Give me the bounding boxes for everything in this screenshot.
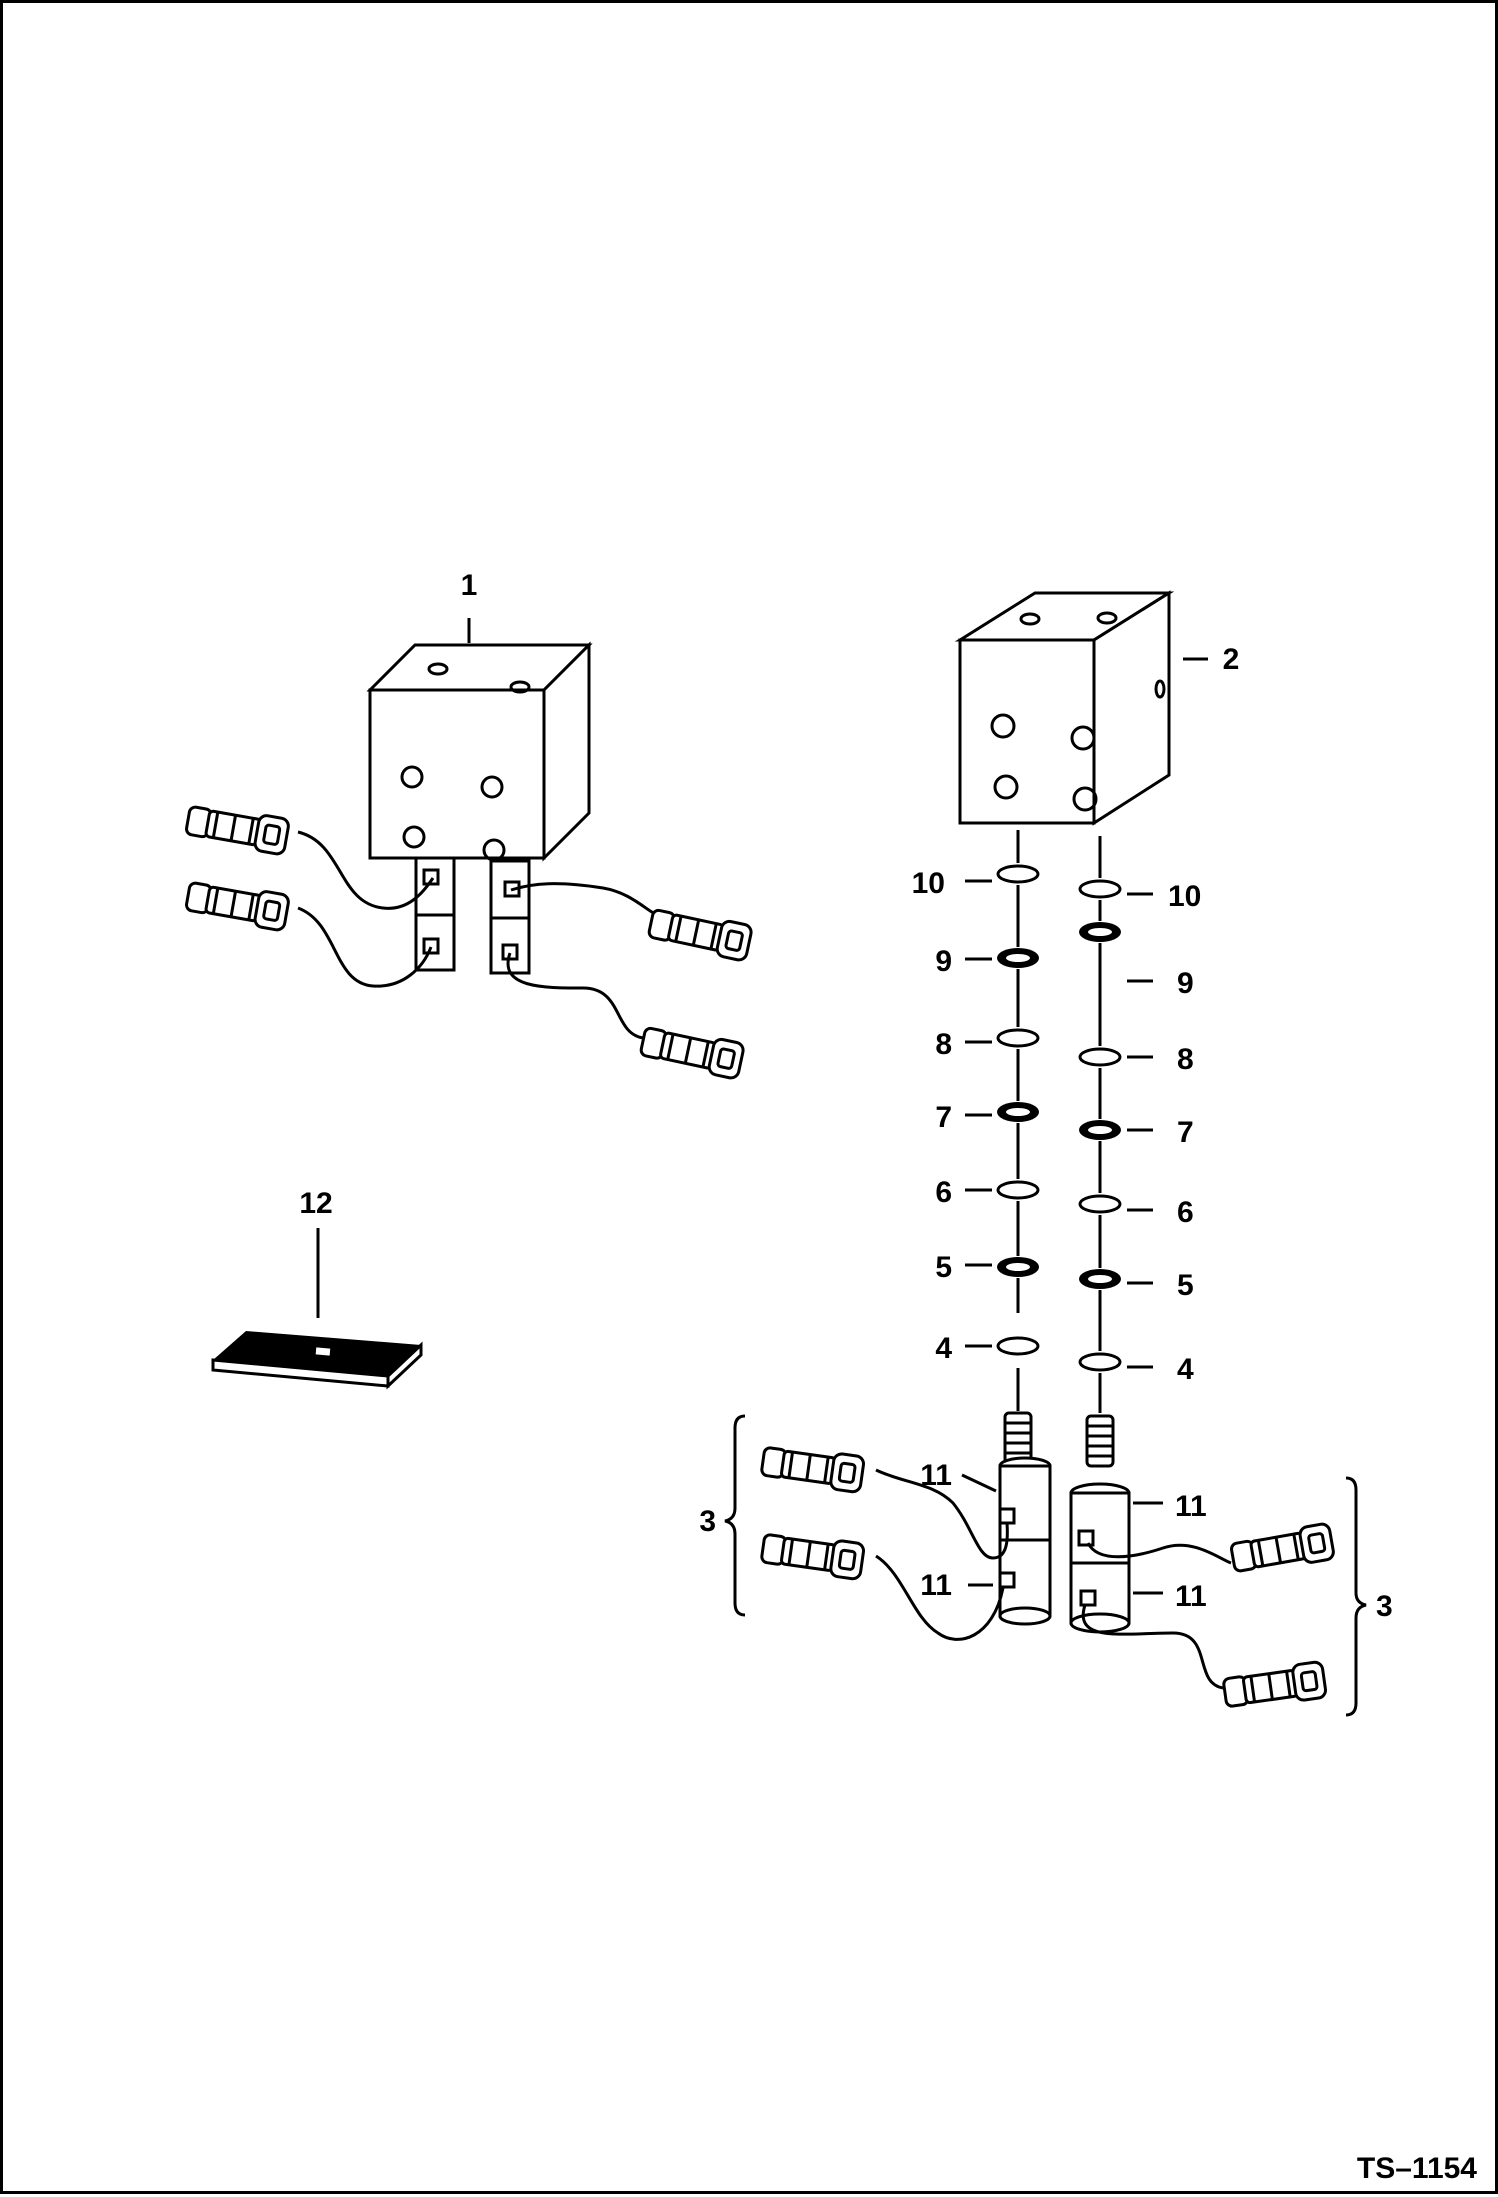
callout-10-right: 10 bbox=[1168, 880, 1201, 913]
valve-assembly bbox=[183, 641, 755, 1081]
left-seal-stack bbox=[996, 830, 1040, 1356]
callout-8-left: 8 bbox=[935, 1028, 952, 1061]
callout-12: 12 bbox=[299, 1187, 332, 1220]
right-seal-stack bbox=[1078, 836, 1122, 1413]
callout-9-right: 9 bbox=[1177, 967, 1194, 1000]
seal-leader-lines bbox=[965, 879, 1153, 1369]
callout-7-left: 7 bbox=[935, 1101, 952, 1134]
callout-1: 1 bbox=[461, 569, 478, 602]
right-solenoid-cartridges bbox=[1069, 1388, 1337, 1713]
left-solenoid-cartridges bbox=[758, 1368, 1052, 1641]
callout-4-left: 4 bbox=[935, 1332, 952, 1365]
bracket-right bbox=[1345, 1476, 1367, 1717]
callout-11-right-upper: 11 bbox=[1175, 1490, 1207, 1523]
valve-block bbox=[954, 590, 1175, 826]
callout-10-left: 10 bbox=[912, 867, 945, 900]
leader-line bbox=[961, 1473, 997, 1493]
callout-5-left: 5 bbox=[935, 1251, 952, 1284]
callout-3-right: 3 bbox=[1376, 1590, 1393, 1623]
decal-strip bbox=[211, 1228, 423, 1390]
callout-7-right: 7 bbox=[1177, 1116, 1194, 1149]
callout-8-right: 8 bbox=[1177, 1043, 1194, 1076]
callout-9-left: 9 bbox=[935, 945, 952, 978]
figure-code: TS–1154 bbox=[1357, 2152, 1477, 2185]
callout-5-right: 5 bbox=[1177, 1269, 1194, 1302]
callout-11-left-lower: 11 bbox=[920, 1569, 952, 1602]
callout-3-left: 3 bbox=[699, 1505, 716, 1538]
exploded-parts-diagram: 1 2 bbox=[183, 569, 1477, 2185]
callout-2: 2 bbox=[1223, 643, 1240, 676]
bracket-left bbox=[724, 1414, 746, 1617]
callout-6-left: 6 bbox=[935, 1176, 952, 1209]
callout-4-right: 4 bbox=[1177, 1353, 1194, 1386]
callout-11-left-upper: 11 bbox=[920, 1459, 952, 1492]
callout-6-right: 6 bbox=[1177, 1196, 1194, 1229]
callout-11-right-lower: 11 bbox=[1175, 1580, 1207, 1613]
